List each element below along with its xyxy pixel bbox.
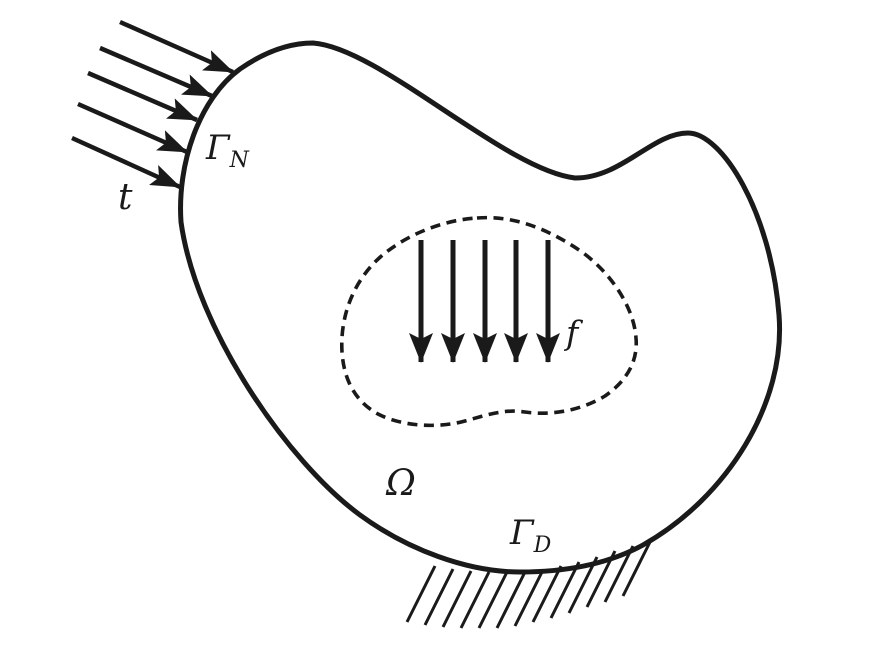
dirichlet-boundary-label: ΓD [509,513,552,558]
hatch-line [567,556,599,614]
hatch-line [423,568,455,626]
hatch-line [459,571,491,629]
hatch-line [549,561,581,619]
body-force-region-outline [340,215,639,428]
domain-boundary-outline [178,40,783,575]
domain-label: Ω [385,463,416,504]
traction-label: t [118,177,133,218]
hatch-line [621,539,653,597]
hatch-line [513,569,545,627]
hatch-line [603,545,635,603]
hatch-line [477,571,509,629]
dirichlet-hatching [405,539,653,629]
traction-arrow [87,70,198,123]
traction-arrows [71,19,234,190]
body-force-arrows [409,240,560,363]
traction-arrow [77,101,188,155]
hatch-line [405,565,437,623]
traction-arrow [99,45,213,99]
neumann-boundary-label: ΓN [205,128,250,173]
hatch-line [495,571,527,629]
hatch-line [531,565,563,623]
traction-arrow [71,135,181,190]
hatch-line [441,570,473,628]
traction-arrow [119,19,234,75]
hatch-line [585,550,617,608]
body-force-label: f [563,313,584,352]
